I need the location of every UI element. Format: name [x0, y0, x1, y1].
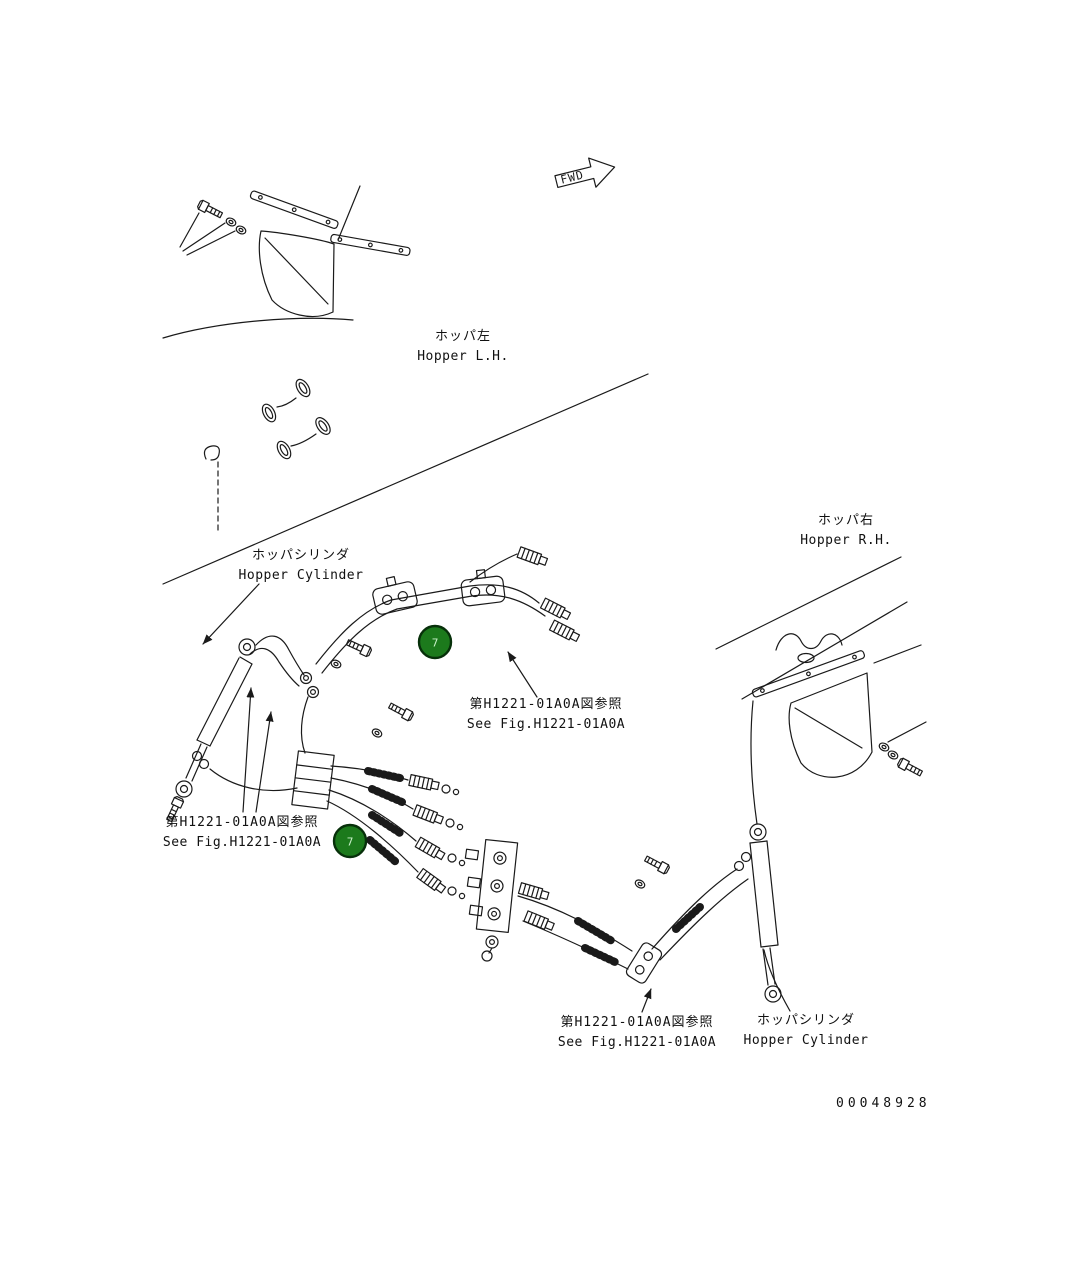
label-see-fig-upper-en: See Fig.H1221-01A0A	[466, 717, 626, 733]
threaded-fitting-icon	[516, 546, 549, 568]
manifold-branch-left	[191, 671, 466, 900]
washer-icon	[886, 748, 900, 762]
chain-link-icon	[259, 401, 279, 425]
reference-hook-dashed-line	[203, 445, 220, 533]
label-hopper-cylinder-right-jp: ホッパシリンダ	[756, 1013, 855, 1028]
threaded-fitting-icon	[517, 882, 550, 902]
label-see-fig-lower-jp: 第H1221-01A0A図参照	[560, 1015, 714, 1030]
valve-plate-assembly	[464, 838, 633, 970]
threaded-fitting-icon	[408, 774, 441, 793]
washer-icon	[370, 726, 384, 740]
hose-clamp-assembly-upper	[315, 546, 581, 674]
label-hopper-rh-jp: ホッパ右	[817, 513, 874, 528]
label-hopper-cylinder-left: ホッパシリンダ Hopper Cylinder	[239, 546, 364, 586]
hopper-lh-flap-assembly	[162, 185, 411, 339]
chain-hooks	[259, 376, 334, 462]
label-hopper-lh: ホッパ左 Hopper L.H.	[417, 327, 509, 367]
washer-icon	[224, 215, 238, 229]
threaded-fitting-icon	[414, 836, 447, 862]
washer-icon	[633, 877, 647, 891]
hose-run-lower-right	[624, 853, 749, 986]
washer-icon	[877, 740, 891, 754]
washer-icon	[234, 223, 248, 237]
fwd-arrow: FWD	[554, 157, 616, 189]
label-see-fig-upper-jp: 第H1221-01A0A図参照	[469, 697, 623, 712]
callout-7-upper-number: 7	[432, 637, 439, 650]
hose-clamp-icon	[624, 940, 664, 986]
hopper-lh-edge-line	[162, 373, 649, 585]
label-see-fig-lower-en: See Fig.H1221-01A0A	[557, 1035, 717, 1051]
label-hopper-cylinder-left-jp: ホッパシリンダ	[251, 548, 350, 563]
callout-7-upper[interactable]: 7	[417, 624, 453, 660]
label-hopper-rh: ホッパ右 Hopper R.H.	[800, 511, 892, 551]
threaded-fitting-icon	[548, 619, 581, 644]
threaded-fitting-icon	[523, 910, 556, 933]
label-hopper-cylinder-right-en: Hopper Cylinder	[743, 1033, 869, 1049]
bolt-icon	[386, 700, 415, 723]
label-see-fig-left-en: See Fig.H1221-01A0A	[162, 835, 322, 851]
valve-plate	[475, 838, 519, 934]
label-see-fig-upper: 第H1221-01A0A図参照 See Fig.H1221-01A0A	[467, 695, 625, 735]
drawing-number: 00048928	[836, 1096, 931, 1111]
threaded-fitting-icon	[539, 597, 572, 622]
label-see-fig-left: 第H1221-01A0A図参照 See Fig.H1221-01A0A	[163, 813, 321, 853]
label-hopper-cylinder-right: ホッパシリンダ Hopper Cylinder	[744, 1011, 869, 1051]
bolt-icon	[344, 637, 373, 658]
label-hopper-lh-jp: ホッパ左	[434, 329, 491, 344]
label-hopper-lh-en: Hopper L.H.	[417, 349, 509, 365]
label-hopper-cylinder-left-en: Hopper Cylinder	[238, 568, 364, 584]
leader-lines	[202, 583, 791, 1013]
callout-7-lower-number: 7	[347, 836, 354, 849]
hopper-cylinder-right-drawing	[733, 823, 782, 1003]
label-see-fig-lower: 第H1221-01A0A図参照 See Fig.H1221-01A0A	[558, 1013, 716, 1053]
threaded-fitting-icon	[412, 804, 445, 827]
retainer-strip	[249, 190, 339, 229]
fwd-label: FWD	[559, 167, 585, 186]
bolt-icon	[196, 198, 225, 221]
hopper-cylinder-left-drawing	[164, 635, 305, 824]
label-see-fig-left-jp: 第H1221-01A0A図参照	[165, 815, 319, 830]
hopper-rh-flap-assembly	[715, 556, 927, 825]
label-hopper-rh-en: Hopper R.H.	[800, 533, 892, 549]
retainer-strip	[330, 233, 411, 256]
hose-clamp-icon	[369, 572, 419, 616]
threaded-fitting-icon	[416, 867, 448, 896]
manifold-block	[291, 750, 335, 810]
retainer-strip	[751, 650, 866, 698]
bolt-icon	[896, 756, 925, 779]
callout-7-lower[interactable]: 7	[332, 823, 368, 859]
chain-link-icon	[273, 438, 295, 462]
bolt-icon	[642, 853, 671, 876]
chain-link-icon	[292, 376, 314, 400]
